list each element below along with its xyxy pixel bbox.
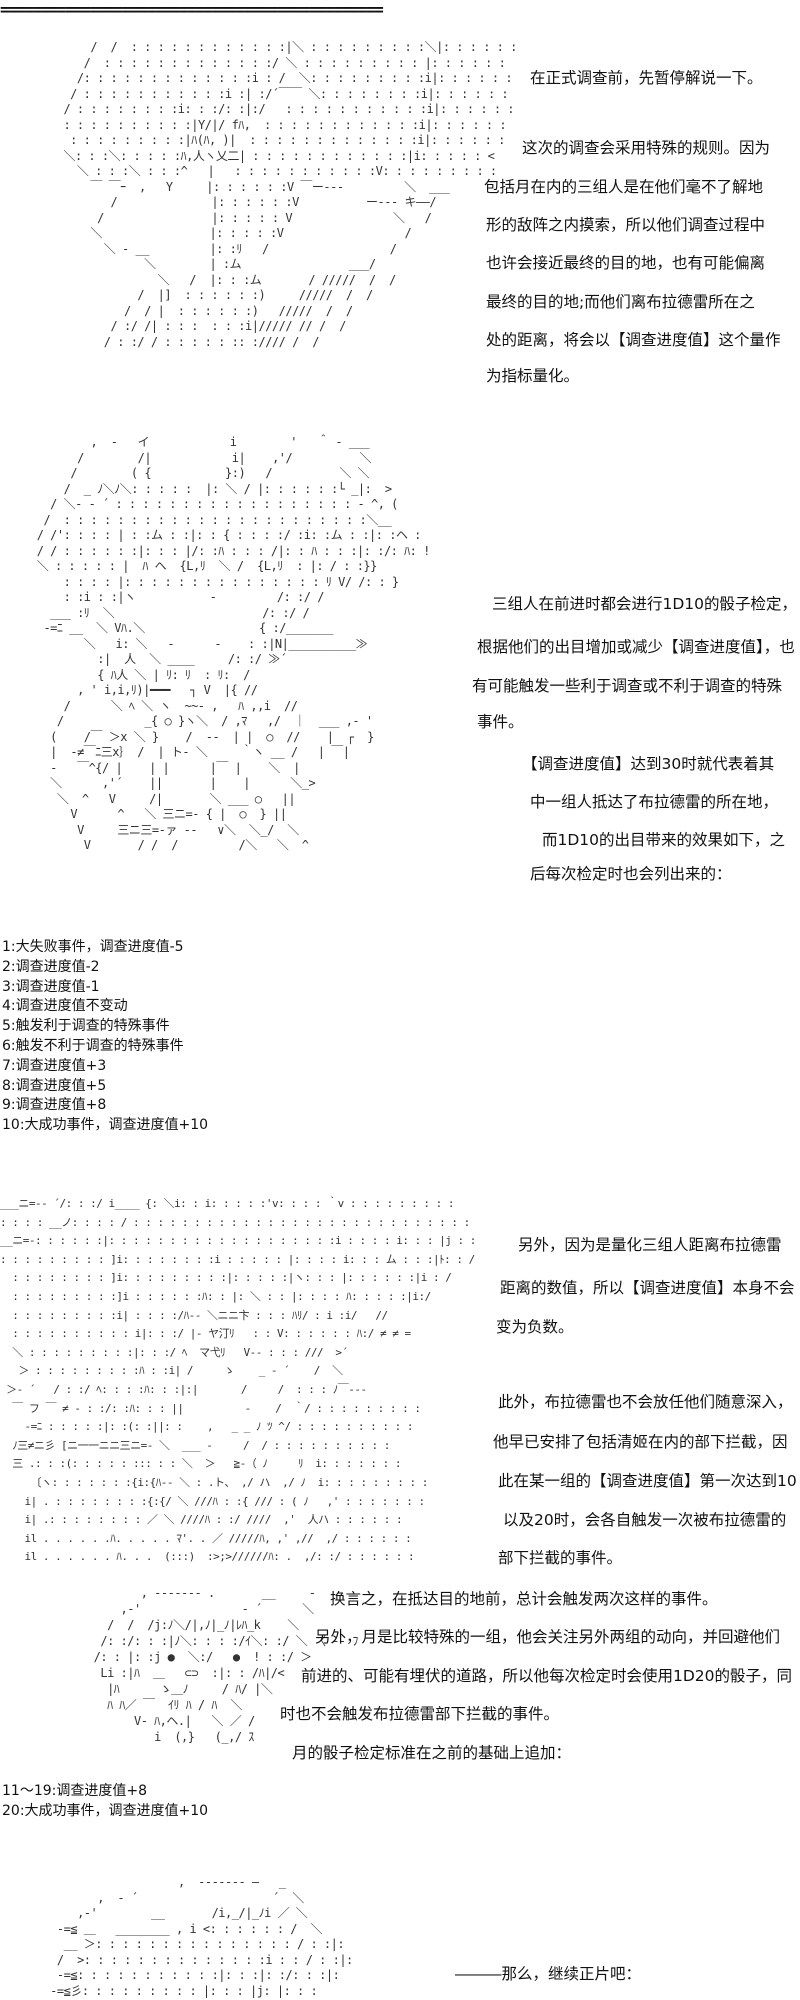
ascii-art-figure-3: ___ニ=-‐ ´/: : :/ i____ {: ＼i: : i: : : :… [0,1197,476,1564]
ascii-art-figure-1: / / : : : : : : : : : : : :|＼ : : : : : … [63,40,517,349]
ascii-art-figure-5: , ‐‐‐‐‐‐‐ ― _ , ‐ ´ ´ ＼ ,‐' __ /i,_/|_ﾉi… [50,1875,353,1998]
text-line: 时也不会触发布拉德雷部下拦截的事件。 [280,1705,560,1723]
ascii-art-figure-2: , ‐ イ i ' ＾ ‐ ___ / /| i| ,'/ ＼ / ( { }:… [36,435,431,852]
text-line: 也许会接近最终的目的地，也有可能偏离 [486,254,766,272]
dice-result: 4:调查进度值不变动 [2,998,128,1015]
text-line: 另外，月是比较特殊的一组，他会关注另外两组的动向，并回避他们 [315,1628,781,1646]
closing-text: ―――那么，继续正片吧： [455,1965,642,1983]
text-line: 他早已安排了包括清姬在内的部下拦截，因 [493,1433,788,1451]
text-line: 前进的、可能有埋伏的道路，所以他每次检定时会使用1D20的骰子，同 [301,1667,793,1685]
dice-result: 20:大成功事件，调查进度值+10 [2,1802,209,1819]
dice-table-1d20: 11～19:调查进度值+8 20:大成功事件，调查进度值+10 [2,1782,208,1822]
dice-result: 11～19:调查进度值+8 [2,1783,147,1799]
text-line: 中一组人抵达了布拉德雷的所在地， [530,793,779,811]
dice-result: 8:调查进度值+5 [2,1077,107,1094]
text-line: 后每次检定时也会列出来的： [530,865,732,883]
text-line: 换言之，在抵达目的地前，总计会触发两次这样的事件。 [330,1590,718,1608]
text-line: 以及20时，会各自触发一次被布拉德雷的 [503,1511,787,1529]
dice-result: 7:调查进度值+3 [2,1057,107,1074]
text-line: 距离的数值，所以【调查进度值】本身不会 [500,1279,795,1297]
dice-result: 9:调查进度值+8 [2,1097,107,1114]
text-line: 三组人在前进时都会进行1D10的骰子检定， [492,595,798,613]
text-line: 此外，布拉德雷也不会放任他们随意深入， [498,1393,793,1411]
text-line: 根据他们的出目增加或减少【调查进度值】，也 [477,638,795,656]
dice-table-1d10: 1:大失败事件，调查进度值-5 2:调查进度值-2 3:调查进度值-1 4:调查… [2,938,208,1136]
text-line: 部下拦截的事件。 [498,1549,623,1567]
text-line: 形的敌阵之内摸索，所以他们调查过程中 [486,216,766,234]
text-line: 最终的目的地;而他们离布拉德雷所在之 [486,293,755,311]
dice-result: 2:调查进度值-2 [2,958,100,975]
separator-line: ========================================… [0,0,384,19]
text-line: 变为负数。 [496,1318,574,1336]
dice-result: 6:触发不利于调查的特殊事件 [2,1037,184,1054]
text-line: 此在某一组的【调查进度值】第一次达到10 [498,1472,797,1490]
dice-result: 10:大成功事件，调查进度值+10 [2,1117,209,1134]
text-line: 而1D10的出目带来的效果如下，之 [542,831,786,849]
text-line: 有可能触发一些利于调查或不利于调查的特殊 [472,677,783,695]
dice-result: 3:调查进度值-1 [2,978,100,995]
text-line: 在正式调查前，先暂停解说一下。 [530,69,763,87]
dice-result: 5:触发利于调查的特殊事件 [2,1018,170,1035]
dice-result: 1:大失败事件，调查进度值-5 [2,939,184,955]
text-line: 月的骰子检定标准在之前的基础上追加： [292,1744,572,1762]
text-line: 为指标量化。 [486,367,580,385]
text-line: 【调查进度值】达到30时就代表着其 [522,755,775,773]
text-line: 另外，因为是量化三组人距离布拉德雷 [518,1236,782,1254]
text-line: 包括月在内的三组人是在他们毫不了解地 [484,178,764,196]
text-line: 事件。 [477,713,524,731]
text-line: 处的距离，将会以【调查进度值】这个量作 [486,331,781,349]
text-line: 这次的调查会采用特殊的规则。因为 [522,139,771,157]
ascii-art-figure-4: , ‐‐‐‐‐‐‐ . __ ‐ ,‐' ‐ ´ ＼ / / /j:ﾉ＼/|,ﾉ… [93,1586,359,1744]
